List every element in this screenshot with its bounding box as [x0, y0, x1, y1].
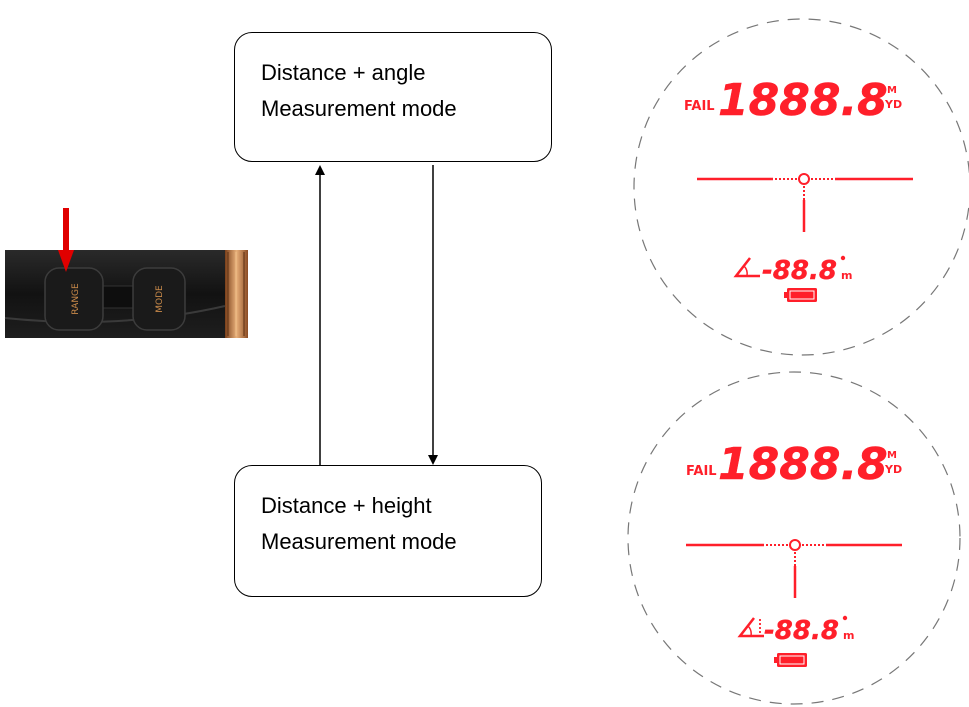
reticle-center-icon: [798, 173, 810, 185]
angle-mode-subtitle: Measurement mode: [261, 96, 457, 121]
device-buttons-photo: RANGE MODE: [4, 250, 248, 338]
height-mode-display: FAIL 1888.8 M YD -88.8 m: [627, 371, 961, 705]
angle-readout: -88.8: [762, 256, 837, 286]
distance-readout: 1888.8: [718, 75, 888, 126]
height-angle-icon: [737, 617, 764, 638]
angle-mode-title: Distance + angle: [261, 60, 426, 85]
battery-icon: [774, 653, 807, 667]
height-mode-title: Distance + height: [261, 493, 432, 518]
angle-mode-box: Distance + angle Measurement mode: [234, 32, 552, 162]
angle-readout: -88.8: [764, 616, 839, 646]
fail-indicator: FAIL: [686, 464, 717, 479]
mode-button[interactable]: [132, 267, 186, 331]
distance-readout: 1888.8: [718, 439, 888, 490]
range-button-label: RANGE: [71, 283, 81, 315]
press-arrow-icon: [58, 208, 74, 272]
unit-yd-label: YD: [884, 463, 902, 476]
angle-icon: [733, 257, 760, 278]
angle-unit-label: m: [841, 269, 852, 282]
unit-m-label: M: [887, 85, 897, 96]
angle-unit-label: m: [843, 629, 854, 642]
reticle-center-icon: [789, 539, 801, 551]
unit-yd-label: YD: [884, 98, 902, 111]
range-button[interactable]: [44, 267, 104, 331]
angle-mode-display: FAIL 1888.8 M YD -88.8 m: [633, 18, 969, 356]
height-mode-subtitle: Measurement mode: [261, 529, 457, 554]
battery-icon: [784, 288, 817, 302]
fail-indicator: FAIL: [684, 99, 715, 114]
height-mode-box: Distance + height Measurement mode: [234, 465, 542, 597]
unit-m-label: M: [887, 450, 897, 461]
mode-button-label: MODE: [155, 285, 165, 313]
